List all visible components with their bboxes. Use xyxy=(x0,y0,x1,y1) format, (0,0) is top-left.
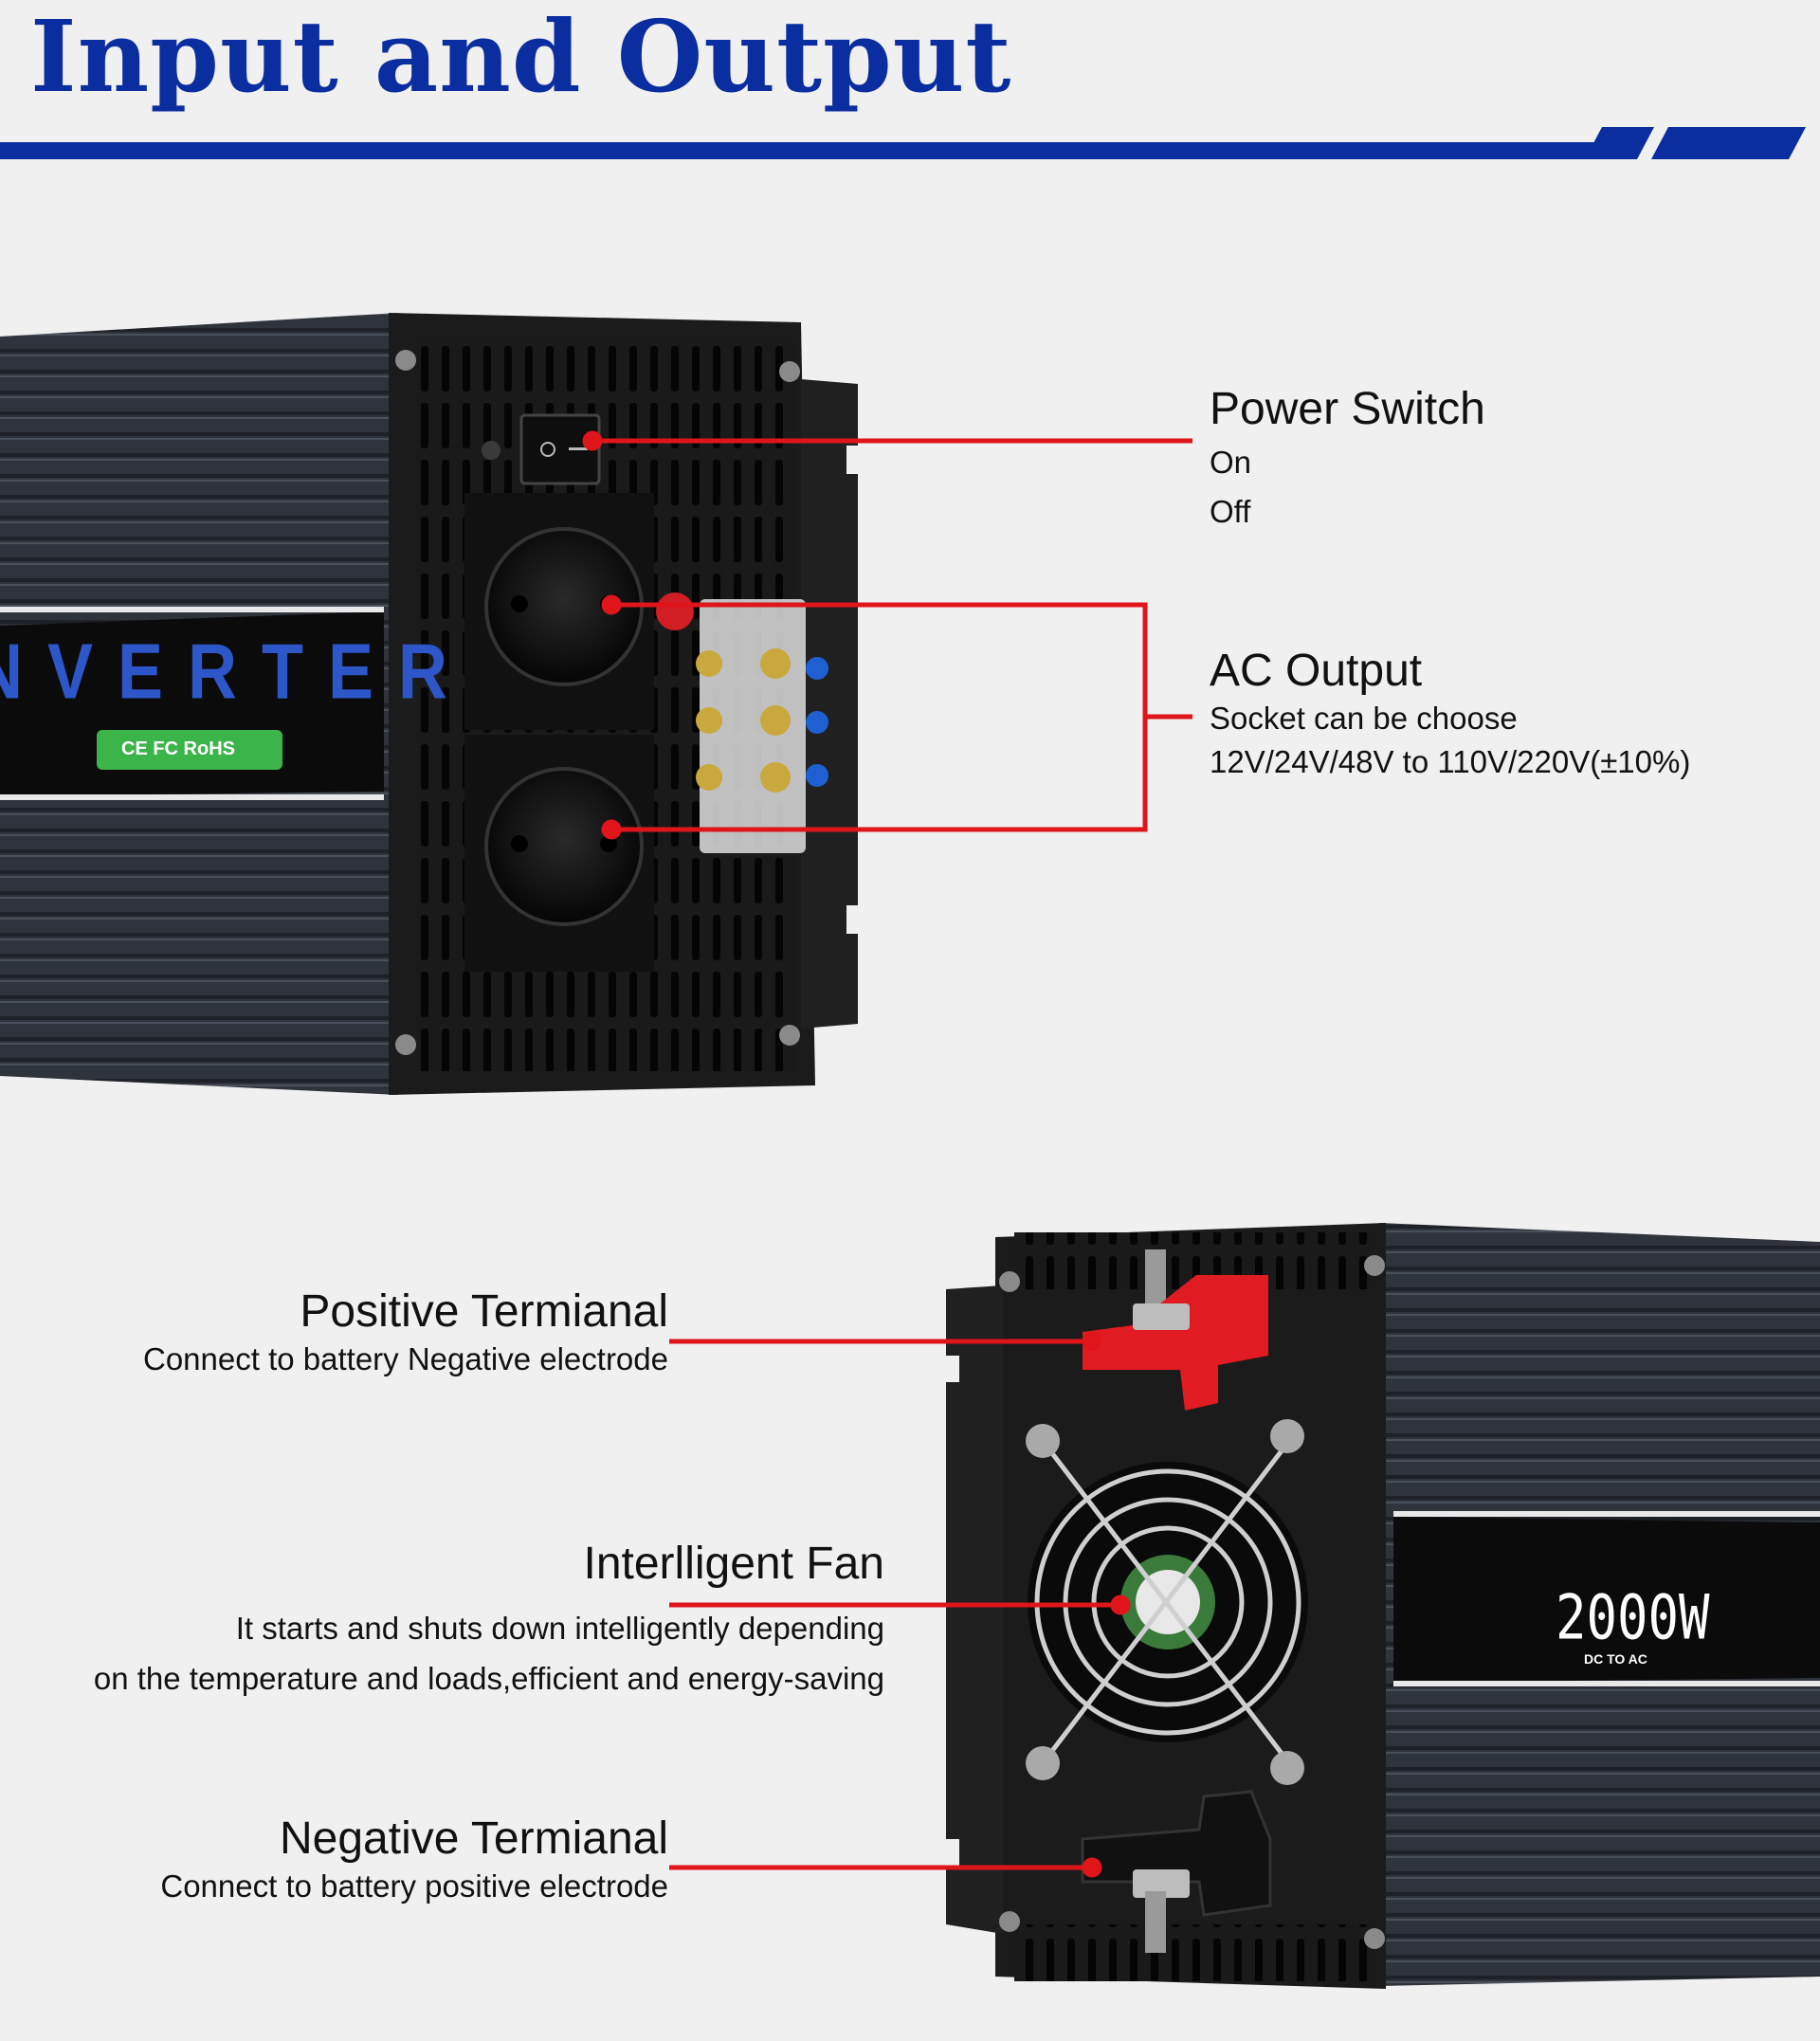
negative-terminal-callout: Negative Termianal Connect to battery po… xyxy=(160,1813,668,1907)
negative-terminal-title: Negative Termianal xyxy=(280,1813,668,1864)
ac-output-callout: AC Output Socket can be choose 12V/24V/4… xyxy=(1210,645,1690,783)
power-switch-callout: Power Switch On Off xyxy=(1210,383,1485,533)
power-sub: DC TO AC xyxy=(1584,1651,1647,1667)
inverter-side-text: NVERTER xyxy=(0,629,473,716)
power-switch-on: On xyxy=(1210,445,1252,480)
cert-marks: CE FC RoHS xyxy=(121,738,235,759)
fan-desc-line-1: It starts and shuts down intelligently d… xyxy=(235,1611,884,1646)
positive-terminal-title: Positive Termianal xyxy=(300,1286,668,1337)
page-title: Input and Output xyxy=(30,0,1012,115)
positive-terminal-desc: Connect to battery Negative electrode xyxy=(143,1341,668,1376)
ac-output-line-2: 12V/24V/48V to 110V/220V(±10%) xyxy=(1210,744,1691,779)
bottom-inverter-body xyxy=(944,1223,1820,1989)
positive-terminal-callout: Positive Termianal Connect to battery Ne… xyxy=(143,1285,668,1380)
power-switch-off: Off xyxy=(1210,494,1251,529)
leader-lines xyxy=(582,430,1192,1878)
fan-title: Interlligent Fan xyxy=(583,1539,884,1589)
negative-terminal-desc: Connect to battery positive electrode xyxy=(160,1868,668,1904)
ac-output-line-1: Socket can be choose xyxy=(1210,701,1518,736)
fan-desc-line-2: on the temperature and loads,efficient a… xyxy=(93,1661,884,1696)
top-inverter-body xyxy=(0,313,860,1095)
power-rating: 2000W xyxy=(1556,1581,1710,1654)
ac-output-title: AC Output xyxy=(1210,646,1423,696)
fan-callout: Interlligent Fan It starts and shuts dow… xyxy=(94,1538,884,1700)
power-switch-title: Power Switch xyxy=(1210,384,1485,434)
header-rule xyxy=(0,127,1806,159)
